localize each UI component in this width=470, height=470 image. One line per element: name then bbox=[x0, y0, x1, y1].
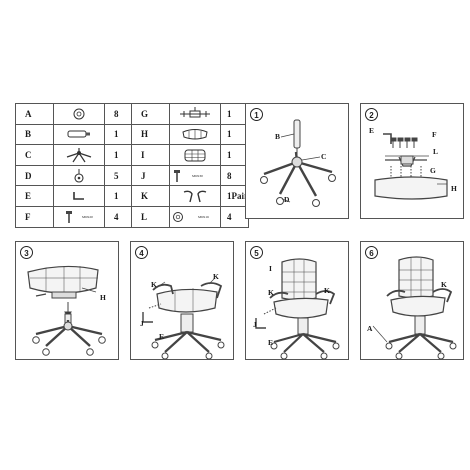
mechanism-assembly-illustration bbox=[374, 133, 448, 200]
step-number-badge: 4 bbox=[135, 246, 148, 259]
callout-label: J bbox=[140, 319, 144, 328]
part-qty: 1 bbox=[104, 185, 132, 207]
step-3-panel: 3 H bbox=[15, 241, 119, 360]
part-qty: 1 bbox=[104, 144, 132, 166]
parts-row: A 8 bbox=[15, 103, 132, 125]
callout-label: G bbox=[430, 166, 436, 175]
callout-label: E bbox=[369, 126, 375, 135]
step-1-panel: 1 B C D bbox=[245, 103, 349, 219]
base-assembly-illustration bbox=[260, 119, 336, 207]
callout-label: K bbox=[268, 288, 274, 297]
bolt-icon: M6X30 bbox=[169, 164, 221, 187]
part-letter: G bbox=[131, 103, 170, 125]
part-letter: B bbox=[15, 123, 54, 146]
step-2-panel: 2 E F L G H bbox=[360, 103, 464, 219]
part-qty: 1 bbox=[104, 123, 132, 146]
part-letter: D bbox=[15, 164, 54, 187]
caster-wheel-icon bbox=[53, 103, 105, 125]
part-letter: J bbox=[131, 164, 170, 187]
chair-base-icon bbox=[53, 144, 105, 166]
callout-label: K bbox=[213, 272, 219, 281]
part-qty: 8 bbox=[104, 103, 132, 125]
parts-row: H 1 bbox=[131, 123, 249, 146]
parts-row: K 1Pair bbox=[131, 185, 249, 207]
step-number-badge: 2 bbox=[365, 108, 378, 121]
part-letter: I bbox=[131, 144, 170, 166]
bolt-icon: M6X20 bbox=[53, 205, 105, 228]
bolt-size-label: M6X30 bbox=[192, 173, 203, 178]
callout-label: A bbox=[367, 324, 373, 333]
part-qty: 5 bbox=[104, 164, 132, 187]
armrest-attachment-illustration bbox=[142, 277, 225, 360]
parts-row: I 1 bbox=[131, 144, 249, 166]
callout-label: F bbox=[432, 130, 437, 139]
callout-label: K bbox=[324, 286, 330, 295]
parts-row: J M6X30 8 bbox=[131, 164, 249, 187]
callout-label: E bbox=[159, 332, 165, 341]
parts-row: D 5 bbox=[15, 164, 132, 187]
allen-key-icon bbox=[53, 185, 105, 207]
callout-label: K bbox=[151, 280, 157, 289]
callout-label: B bbox=[275, 132, 281, 141]
part-qty: 4 bbox=[104, 205, 132, 228]
callout-label: L bbox=[433, 147, 439, 156]
seat-attachment-illustration bbox=[27, 265, 106, 356]
callout-label: H bbox=[451, 184, 457, 193]
backrest-icon bbox=[169, 144, 221, 166]
callout-label: K bbox=[441, 280, 447, 289]
bolt-size-label: M6X20 bbox=[82, 214, 93, 219]
parts-table-right: G 1 H 1 I 1 J M6X30 8 K 1Pair L bbox=[131, 103, 249, 228]
backrest-attachment-illustration bbox=[255, 258, 340, 360]
parts-row: G 1 bbox=[131, 103, 249, 125]
parts-row: C 1 bbox=[15, 144, 132, 166]
step-number-badge: 1 bbox=[250, 108, 263, 121]
part-letter: E bbox=[15, 185, 54, 207]
part-letter: H bbox=[131, 123, 170, 146]
callout-label: D bbox=[284, 195, 290, 204]
armrest-icon bbox=[169, 185, 221, 207]
gas-cylinder-icon bbox=[53, 123, 105, 146]
step-5-panel: 5 I K K J E bbox=[245, 241, 349, 360]
step-number-badge: 3 bbox=[20, 246, 33, 259]
seat-cushion-icon bbox=[169, 123, 221, 146]
step-6-panel: 6 K A bbox=[360, 241, 464, 360]
part-letter: A bbox=[15, 103, 54, 125]
part-letter: C bbox=[15, 144, 54, 166]
callout-label: C bbox=[321, 152, 327, 161]
caster-icon bbox=[53, 164, 105, 187]
tilt-mechanism-icon bbox=[169, 103, 221, 125]
callout-label: E bbox=[268, 338, 274, 347]
callout-label: I bbox=[269, 264, 272, 273]
callout-label: J bbox=[253, 320, 257, 329]
parts-row: E 1 bbox=[15, 185, 132, 207]
part-letter: L bbox=[131, 205, 170, 228]
parts-row: L M6X16 4 bbox=[131, 205, 249, 228]
step-number-badge: 6 bbox=[365, 246, 378, 259]
washer-icon: M6X16 bbox=[169, 205, 221, 228]
part-letter: K bbox=[131, 185, 170, 207]
step-number-badge: 5 bbox=[250, 246, 263, 259]
callout-label: H bbox=[100, 293, 106, 302]
step-4-panel: 4 K K J E bbox=[130, 241, 234, 360]
parts-table-left: A 8 B 1 C 1 D 5 E 1 F M6X20 bbox=[15, 103, 132, 228]
parts-row: F M6X20 4 bbox=[15, 205, 132, 228]
completed-chair-illustration bbox=[372, 256, 457, 360]
part-letter: F bbox=[15, 205, 54, 228]
washer-size-label: M6X16 bbox=[198, 214, 209, 219]
parts-row: B 1 bbox=[15, 123, 132, 146]
